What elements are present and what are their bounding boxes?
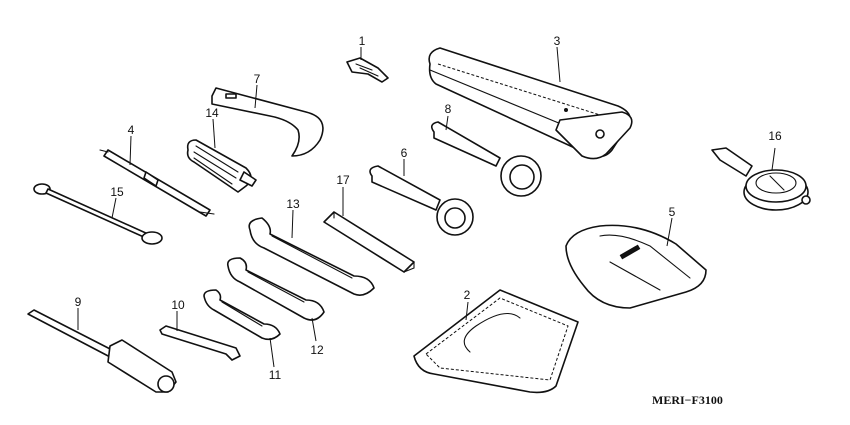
callout-1: 1: [359, 34, 366, 48]
part-4-screwdriver: 4: [99, 123, 215, 217]
callout-9: 9: [75, 295, 82, 309]
callout-12: 12: [310, 343, 324, 357]
callout-14: 14: [205, 106, 219, 120]
callout-7: 7: [254, 72, 261, 86]
part-6-box-wrench: 6: [369, 146, 474, 236]
part-8-wrench: 8: [430, 102, 542, 197]
callout-4: 4: [128, 123, 135, 137]
callout-16: 16: [768, 129, 782, 143]
callout-17: 17: [336, 173, 350, 187]
callout-3: 3: [554, 34, 561, 48]
callout-11: 11: [269, 368, 282, 382]
part-1-clip: 1: [346, 34, 389, 83]
figure-code: MERI−F3100: [652, 393, 723, 407]
part-14-screwdriver-handle: 14: [186, 106, 257, 193]
part-5-cloth-bag: 5: [565, 205, 707, 309]
part-3-tool-bag: 3: [428, 34, 633, 160]
callout-10: 10: [171, 298, 185, 312]
callout-15: 15: [110, 185, 124, 199]
part-2-pouch: 2: [413, 288, 579, 394]
part-15-handle-bar: 15: [33, 183, 163, 245]
callout-2: 2: [464, 288, 471, 302]
part-11-open-wrench: 11: [203, 289, 282, 382]
part-9-socket-wrench: 9: [27, 295, 177, 393]
callout-6: 6: [401, 146, 408, 160]
part-16-gauge: 16: [711, 129, 811, 211]
part-13-open-wrench: 13: [248, 197, 375, 296]
callout-13: 13: [286, 197, 300, 211]
callout-8: 8: [445, 102, 452, 116]
part-7-pin-spanner: 7: [211, 72, 324, 157]
part-17-flat-strip: 17: [323, 173, 415, 273]
callout-5: 5: [669, 205, 676, 219]
part-12-open-wrench: 12: [226, 257, 325, 357]
part-10-hex-key: 10: [159, 298, 241, 361]
